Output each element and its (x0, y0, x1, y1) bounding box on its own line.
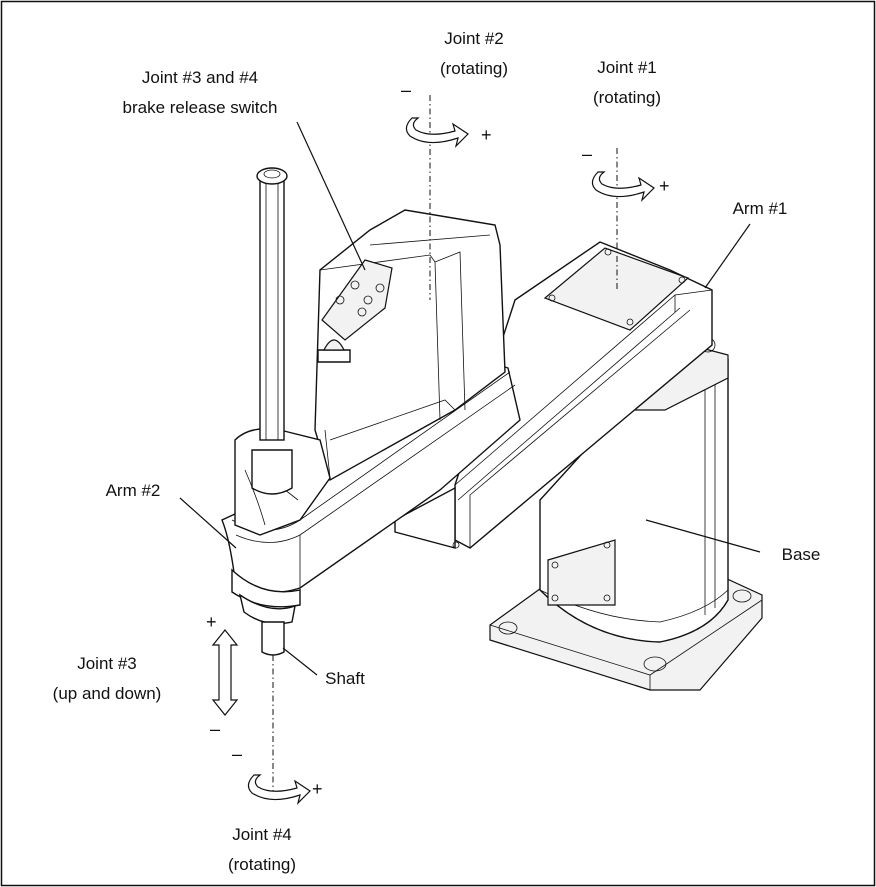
joint4-subtitle: (rotating) (228, 855, 296, 874)
joint1-title: Joint #1 (597, 58, 657, 77)
joint4-rotation-arrow (247, 774, 311, 805)
robot-base (489, 337, 763, 691)
brake-switch-leader (296, 121, 366, 271)
robot-shaft (251, 167, 293, 656)
joint3-title: Joint #3 (77, 654, 137, 673)
joint4-minus-sign: – (232, 744, 242, 764)
joint3-updown-arrow (211, 629, 239, 716)
shaft-leader (282, 647, 318, 676)
joint2-minus-sign: – (401, 80, 411, 100)
joint3-subtitle: (up and down) (53, 684, 162, 703)
brake-switch-label-line1: Joint #3 and #4 (142, 68, 258, 87)
joint1-minus-sign: – (582, 144, 592, 164)
base-leader (645, 519, 761, 553)
joint2-title: Joint #2 (444, 29, 504, 48)
joint4-title: Joint #4 (232, 825, 292, 844)
joint1-subtitle: (rotating) (593, 88, 661, 107)
joint1-plus-sign: + (659, 176, 670, 196)
joint1-rotation-arrow (591, 171, 655, 202)
joint4-plus-sign: + (312, 779, 323, 799)
joint3-plus-sign: + (206, 612, 217, 632)
arm2-label: Arm #2 (106, 481, 161, 500)
arm2-leader (179, 497, 237, 549)
brake-switch-label-line2: brake release switch (123, 98, 278, 117)
joint2-subtitle: (rotating) (440, 59, 508, 78)
joint2-rotation-arrow (405, 117, 469, 148)
arm1-leader (704, 223, 751, 289)
base-label: Base (782, 545, 821, 564)
arm1-label: Arm #1 (733, 199, 788, 218)
joint2-plus-sign: + (481, 125, 492, 145)
joint3-minus-sign: – (210, 719, 220, 739)
shaft-label: Shaft (325, 669, 365, 688)
